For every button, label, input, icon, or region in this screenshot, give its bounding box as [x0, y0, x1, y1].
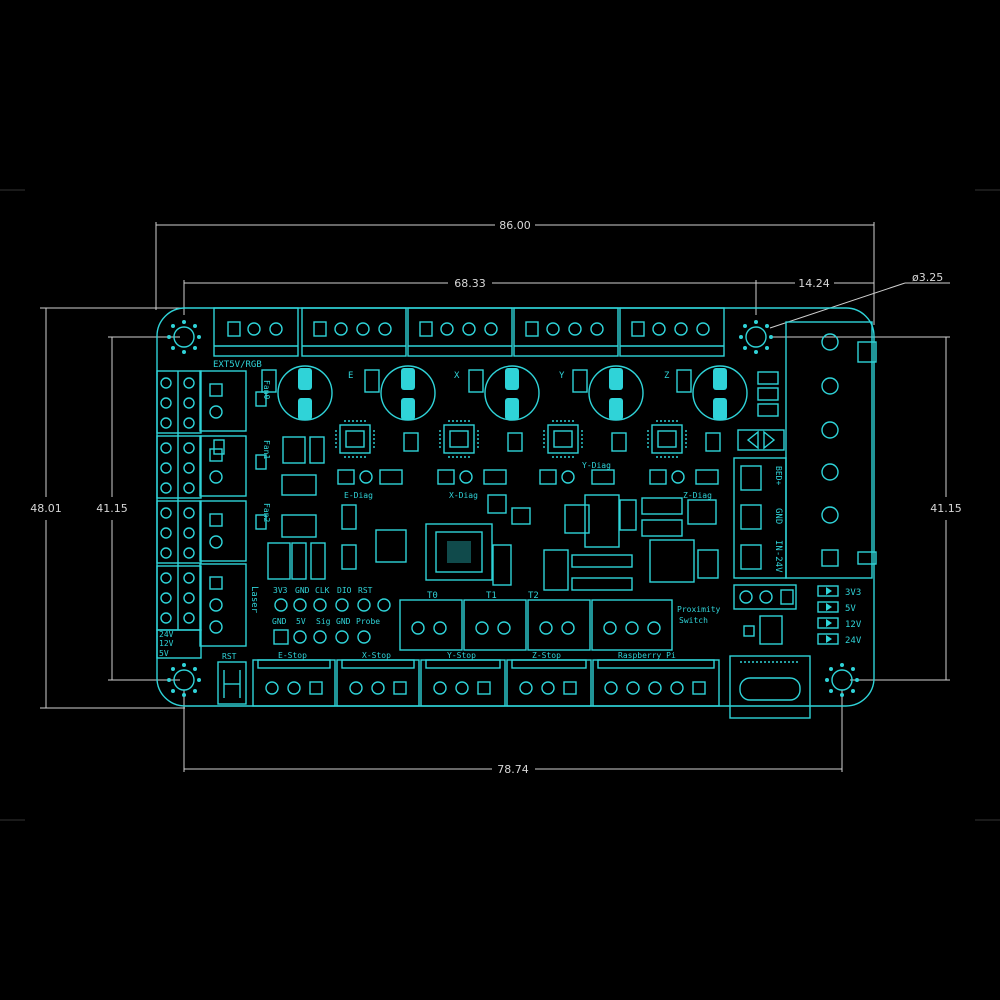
left-pin-headers	[156, 370, 202, 631]
label-x-diag: X-Diag	[449, 491, 478, 500]
connector-motor-z	[619, 307, 725, 357]
label-proximity: Proximity	[677, 605, 721, 614]
mounting-hole-top-left	[167, 320, 201, 354]
mounting-hole-top-right	[739, 320, 773, 354]
thermistor-connectors	[399, 599, 673, 651]
dim-overall-height: 48.01	[30, 502, 62, 515]
header-bottom-label-5: Probe	[356, 617, 380, 626]
label-left-5v: 5V	[159, 649, 169, 658]
dim-hole-span-top: 68.33	[454, 277, 486, 290]
header-top-label-3: CLK	[315, 586, 330, 595]
label-led-5v: 5V	[845, 604, 856, 614]
header-bottom-label-4: GND	[336, 617, 351, 626]
label-led-3v3: 3V3	[845, 588, 861, 598]
label-in24v: IN-24V	[773, 540, 783, 573]
capacitor-x	[364, 365, 436, 421]
dim-overall-width: 86.00	[499, 219, 531, 232]
label-z-diag: Z-Diag	[683, 491, 712, 500]
label-left-24v: 24V	[159, 630, 174, 639]
usb-connector	[729, 655, 811, 719]
bottom-connectors	[252, 659, 720, 707]
label-t1: T1	[486, 591, 497, 601]
capacitor-z	[676, 365, 748, 421]
label-fan0: Fan0	[262, 380, 271, 399]
label-axis-x: X	[454, 371, 460, 381]
label-axis-e: E	[348, 371, 353, 381]
connector-ext5v	[213, 307, 299, 357]
dim-hole-span-bottom: 78.74	[497, 763, 529, 776]
smd-components	[213, 391, 721, 591]
label-rst: RST	[222, 652, 237, 661]
status-leds	[817, 585, 839, 645]
page-edge-marks	[0, 189, 1000, 821]
label-laser: Laser	[249, 586, 259, 614]
label-gnd: GND	[773, 508, 783, 524]
label-y-stop: Y-Stop	[447, 651, 476, 660]
header-top-label-2: GND	[295, 586, 310, 595]
label-fan2: Fan2	[262, 503, 271, 522]
label-raspberry-pi: Raspberry Pi	[618, 651, 676, 660]
mounting-hole-bottom-left	[167, 663, 201, 697]
label-ext5v: EXT5V/RGB	[213, 360, 262, 370]
connector-motor-x	[407, 307, 513, 357]
label-bed: BED+	[774, 466, 783, 485]
connector-motor-e	[301, 307, 407, 357]
left-fan-connectors	[199, 370, 247, 647]
capacitor-x2	[468, 365, 540, 421]
driver-chip-x	[439, 420, 479, 458]
header-bottom-label-3: Sig	[316, 617, 331, 626]
dim-right-offset: 14.24	[798, 277, 830, 290]
label-y-diag: Y-Diag	[582, 461, 611, 470]
label-fan1: Fan1	[262, 440, 271, 459]
label-switch: Switch	[679, 616, 708, 625]
power-input-block	[733, 457, 787, 579]
capacitors	[261, 365, 748, 421]
header-top-label-4: DIO	[337, 586, 352, 595]
top-connectors	[213, 307, 725, 357]
dimension-lines	[40, 222, 950, 772]
label-led-12v: 12V	[845, 620, 862, 630]
driver-chip-z	[647, 420, 687, 458]
left-voltage-block	[156, 629, 202, 659]
capacitor-e	[261, 365, 333, 421]
power-terminal	[785, 321, 877, 579]
mounting-holes	[167, 320, 859, 697]
label-t0: T0	[427, 591, 438, 601]
label-led-24v: 24V	[845, 636, 862, 646]
label-e-diag: E-Diag	[344, 491, 373, 500]
main-mcu	[425, 523, 493, 581]
label-axis-z: Z	[664, 371, 670, 381]
dim-hole-span-left: 41.15	[96, 502, 128, 515]
label-axis-y: Y	[559, 371, 565, 381]
driver-chip-e	[335, 420, 375, 458]
label-e-stop: E-Stop	[278, 651, 307, 660]
label-left-12v: 12V	[159, 639, 174, 648]
driver-chips	[335, 420, 687, 458]
probe-header	[273, 598, 391, 645]
label-z-stop: Z-Stop	[532, 651, 561, 660]
dim-hole-span-right: 41.15	[930, 502, 962, 515]
connector-motor-y	[513, 307, 619, 357]
header-top-label-1: 3V3	[273, 586, 288, 595]
reset-button	[217, 661, 247, 705]
label-x-stop: X-Stop	[362, 651, 391, 660]
label-t2: T2	[528, 591, 539, 601]
header-top-label-5: RST	[358, 586, 373, 595]
driver-chip-y	[543, 420, 583, 458]
dim-hole-diameter: ø3.25	[912, 271, 943, 284]
capacitor-y	[572, 365, 644, 421]
header-bottom-label-2: 5V	[296, 617, 306, 626]
right-mosfets	[733, 371, 797, 645]
header-bottom-label-1: GND	[272, 617, 287, 626]
mounting-hole-bottom-right	[825, 663, 859, 697]
